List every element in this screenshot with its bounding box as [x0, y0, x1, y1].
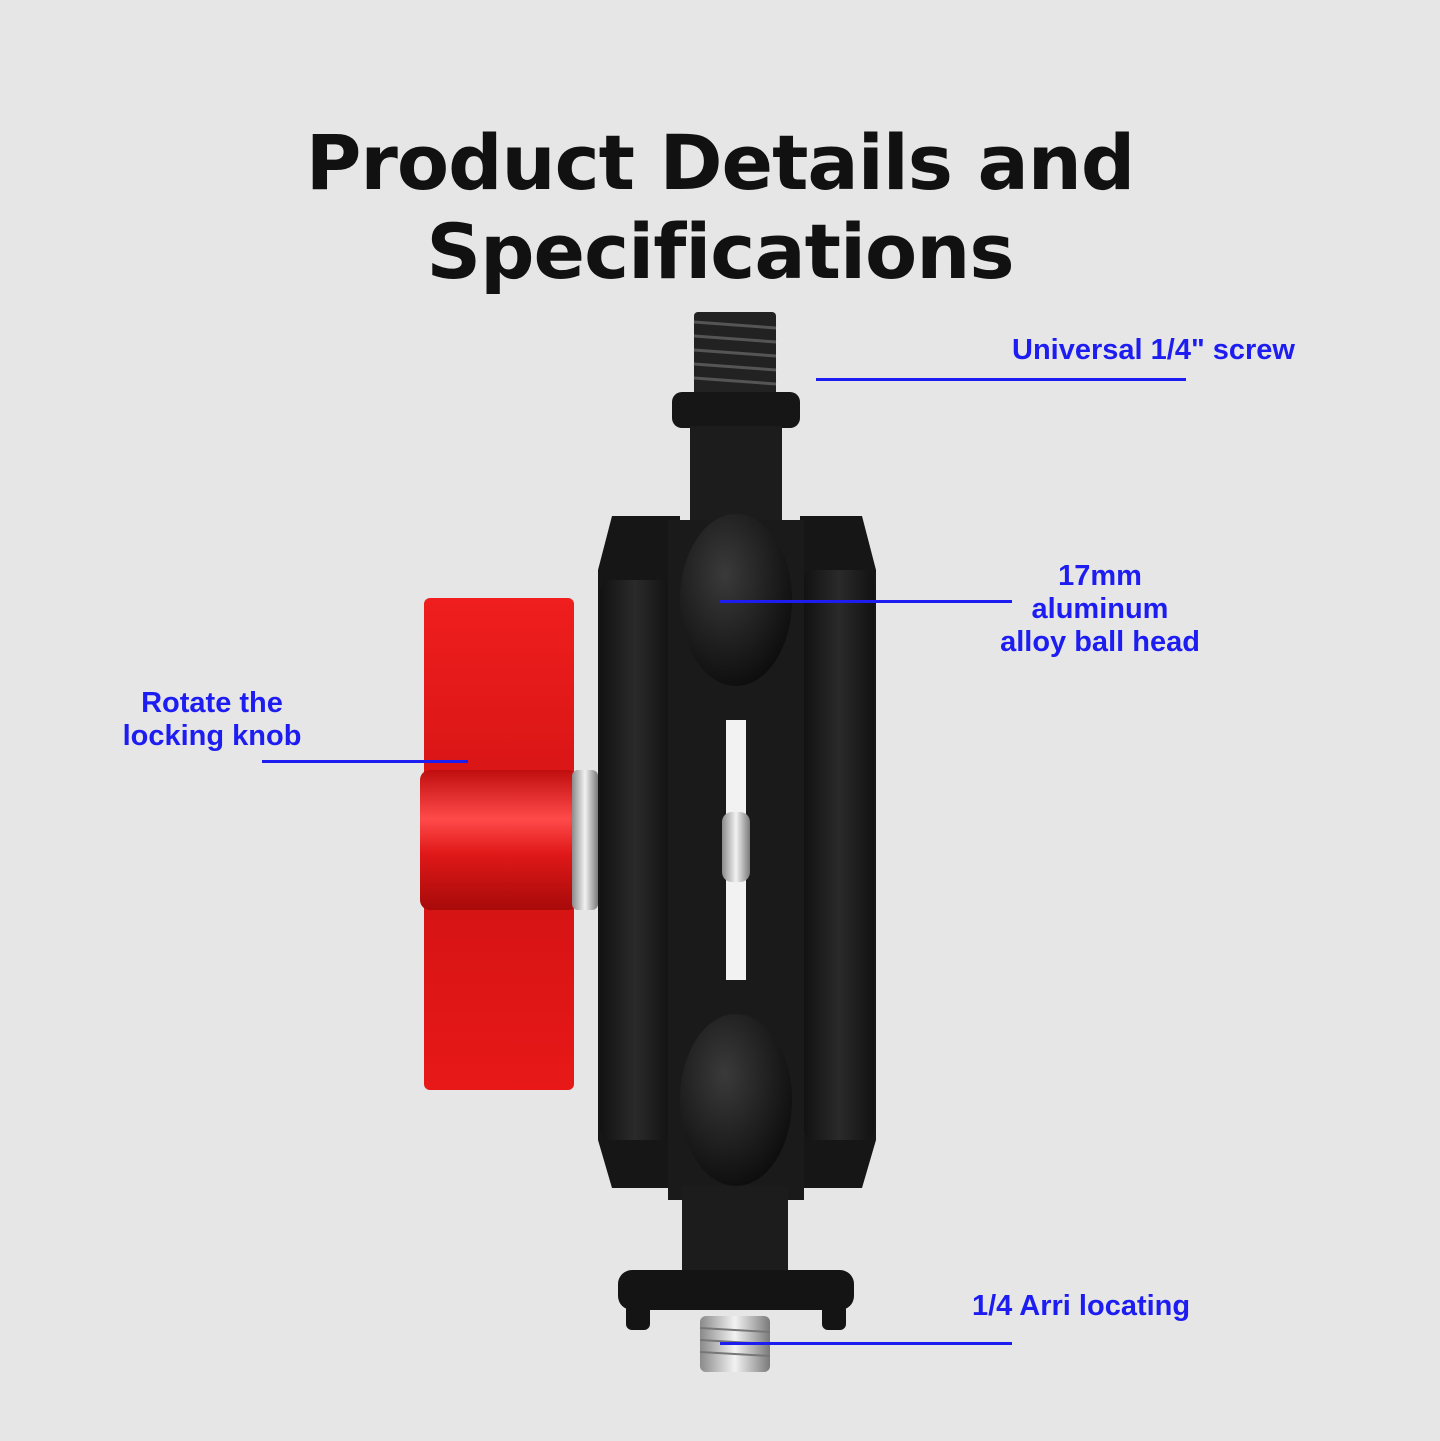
screw-callout-line: [816, 378, 1186, 381]
clamp-body: [598, 514, 876, 1200]
ball-callout-line2: aluminum: [1031, 593, 1169, 625]
knob-callout-line: [262, 760, 468, 763]
arri-callout-label: 1/4 Arri locating: [972, 1290, 1191, 1322]
screw-callout-label: Universal 1/4" screw: [1012, 334, 1295, 366]
ball-callout-line: [720, 600, 1012, 603]
ball-callout-line3: alloy ball head: [1000, 626, 1200, 658]
top-screw: [672, 312, 800, 526]
knob-callout-line1: Rotate the: [141, 687, 283, 719]
page-title: Product Details and Specifications: [305, 118, 1136, 296]
ball-callout-line1: 17mm: [1058, 560, 1142, 592]
knob-callout-line2: locking knob: [122, 720, 302, 752]
arri-callout-line: [720, 1342, 1012, 1345]
locking-knob: [420, 598, 598, 1090]
knob-callout-label: Rotate the locking knob: [110, 687, 314, 753]
ball-callout-label: 17mm aluminum alloy ball head: [990, 560, 1210, 659]
